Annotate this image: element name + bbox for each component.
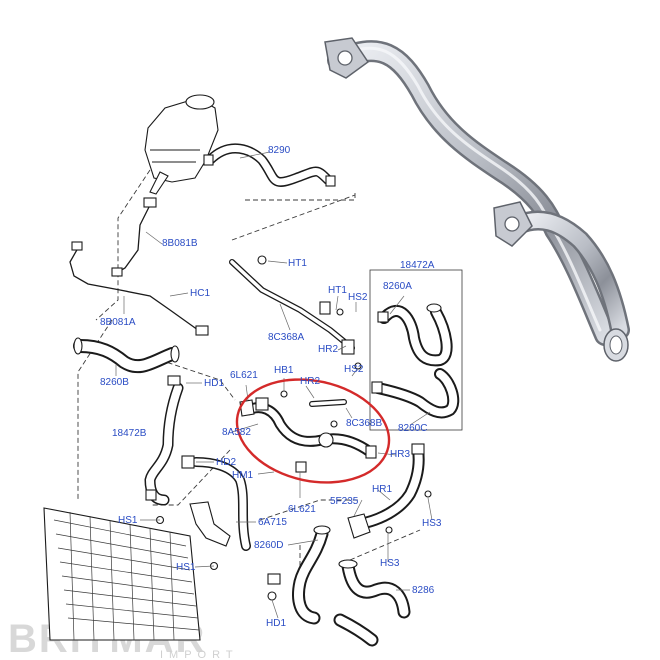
label-5f235: 5F235 xyxy=(330,496,359,507)
label-8260d: 8260D xyxy=(254,540,283,551)
label-8c368a: 8C368A xyxy=(268,332,304,343)
label-hd2: HD2 xyxy=(216,457,236,468)
label-18472b: 18472B xyxy=(112,428,147,439)
label-6l621-lower: 6L621 xyxy=(288,504,316,515)
label-hr1: HR1 xyxy=(372,484,392,495)
label-hr2-upper: HR2 xyxy=(318,344,338,355)
label-6a715: 6A715 xyxy=(258,517,287,528)
label-8c368b: 8C368B xyxy=(346,418,382,429)
label-hs2-upper: HS2 xyxy=(348,292,368,303)
label-hs1-upper: HS1 xyxy=(118,515,138,526)
label-hd1-upper: HD1 xyxy=(204,378,224,389)
label-hs3-right: HS3 xyxy=(422,518,442,529)
label-hr2-lower: HR2 xyxy=(300,376,320,387)
label-8b081a: 8B081A xyxy=(100,317,136,328)
label-8b081b: 8B081B xyxy=(162,238,198,249)
label-8260a: 8260A xyxy=(383,281,412,292)
label-6l621-upper: 6L621 xyxy=(230,370,258,381)
hose-8290 xyxy=(203,143,336,187)
label-ht1-right: HT1 xyxy=(328,285,347,296)
label-18472a: 18472A xyxy=(400,260,435,271)
label-hs3-lower: HS3 xyxy=(380,558,400,569)
label-8286: 8286 xyxy=(412,585,435,596)
hose-8260b xyxy=(73,337,180,374)
expansion-tank xyxy=(144,94,219,195)
part-labels: 8290 8B081B 8B081A 8260B 18472B HC1 HD1 … xyxy=(100,145,442,629)
label-8260c: 8260C xyxy=(398,423,427,434)
hose-6a715 xyxy=(181,455,251,551)
label-8260b: 8260B xyxy=(100,377,129,388)
hose-8260c xyxy=(371,368,460,419)
label-ht1-left: HT1 xyxy=(288,258,307,269)
clamps xyxy=(155,308,432,601)
label-hc1: HC1 xyxy=(190,288,210,299)
label-hd1-lower: HD1 xyxy=(266,618,286,629)
radiator xyxy=(43,507,201,641)
hose-8286 xyxy=(333,559,411,647)
sensor-wires xyxy=(69,197,209,336)
watermark-sub: IMPORT xyxy=(160,649,239,660)
label-hm1: HM1 xyxy=(232,470,254,481)
label-hs1-lower: HS1 xyxy=(176,562,196,573)
dashed-guide-lines xyxy=(77,169,463,575)
hose-18472b xyxy=(144,375,184,506)
leader-lines xyxy=(115,151,433,619)
label-hs2-lower: HS2 xyxy=(344,364,364,375)
hose-8260d xyxy=(267,525,331,625)
hose-8260a xyxy=(377,303,453,367)
highlight-circle xyxy=(235,378,391,484)
pipe-8a582 xyxy=(239,397,377,473)
label-hb1: HB1 xyxy=(274,365,294,376)
pipe-8c368a xyxy=(229,255,355,355)
label-hr3: HR3 xyxy=(390,449,410,460)
hose-hr1 xyxy=(347,443,425,539)
metal-coolant-pipe-photo xyxy=(324,37,630,362)
label-8a582: 8A582 xyxy=(222,427,251,438)
label-8290: 8290 xyxy=(268,145,291,156)
